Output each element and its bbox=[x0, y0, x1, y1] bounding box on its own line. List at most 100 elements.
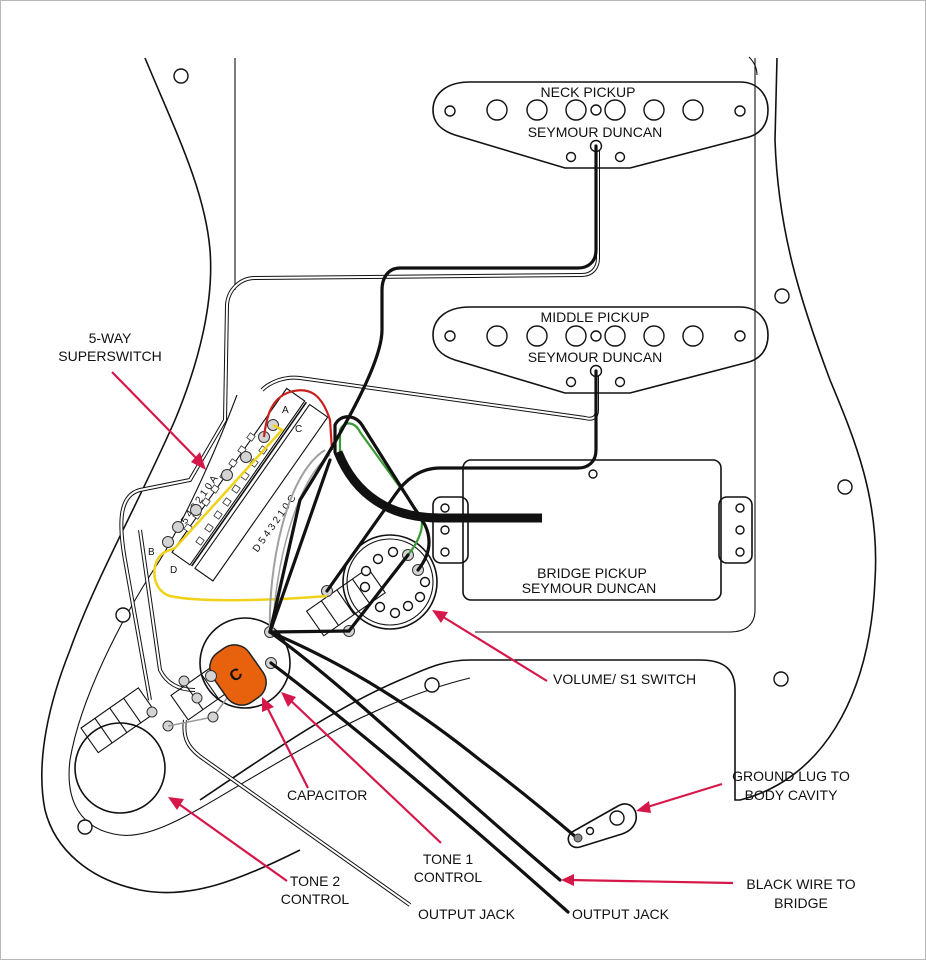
middle-pole bbox=[565, 325, 587, 347]
neck-mount-hole bbox=[444, 105, 456, 117]
bridge-wire-exit bbox=[588, 469, 598, 479]
tone1-pot: C bbox=[167, 617, 291, 727]
callout-arrows bbox=[111, 371, 734, 886]
arrow-tone2 bbox=[175, 801, 288, 882]
middle-pole bbox=[682, 325, 704, 347]
label-ground-lug-2: BODY CAVITY bbox=[745, 787, 839, 803]
black-wire-to-bridge bbox=[268, 630, 562, 882]
s1-switch-contacts bbox=[359, 546, 431, 619]
arrow-tone1 bbox=[287, 697, 442, 844]
bridge-pickup-cable bbox=[333, 450, 542, 523]
label-tone2-1: TONE 2 bbox=[290, 873, 341, 889]
volume-s1-pot bbox=[305, 534, 438, 637]
pickguard-left-edge bbox=[41, 57, 301, 894]
switch-lug-b-common bbox=[162, 536, 174, 548]
ground-lug-solder bbox=[573, 833, 583, 843]
mount-hole bbox=[77, 819, 93, 835]
label-output-jack-2: OUTPUT JACK bbox=[572, 906, 670, 922]
middle-pickup-outline bbox=[432, 306, 769, 394]
bridge-tab-hole bbox=[735, 503, 745, 513]
tone1-lug bbox=[207, 711, 219, 723]
arrow-bridge-wire bbox=[569, 878, 734, 885]
middle-pole bbox=[604, 325, 626, 347]
arrow-superswitch bbox=[111, 371, 201, 463]
pickguard-outline bbox=[41, 56, 877, 894]
middle-small-hole bbox=[614, 376, 626, 388]
middle-center-hole bbox=[590, 330, 602, 342]
arrow-ground-lug bbox=[643, 782, 723, 810]
bridge-pickup-name: BRIDGE PICKUP bbox=[537, 565, 647, 581]
middle-pickup: MIDDLE PICKUP SEYMOUR DUNCAN bbox=[432, 306, 769, 394]
label-tone2-2: CONTROL bbox=[281, 891, 350, 907]
tone1-lug bbox=[178, 675, 190, 687]
neck-pole bbox=[486, 99, 508, 121]
switch-lug bbox=[240, 451, 252, 463]
tone1-pot-body bbox=[199, 617, 291, 709]
neck-pickup: NECK PICKUP SEYMOUR DUNCAN bbox=[432, 81, 769, 169]
grey-wire bbox=[268, 449, 326, 633]
callout-labels: 5-WAY SUPERSWITCH VOLUME/ S1 SWITCH CAPA… bbox=[58, 330, 855, 922]
neck-small-hole bbox=[565, 151, 577, 163]
middle-pole bbox=[526, 325, 548, 347]
bridge-tab-hole bbox=[440, 503, 450, 513]
switch-letter-d: D bbox=[170, 565, 177, 576]
neck-pole bbox=[682, 99, 704, 121]
neck-pole bbox=[604, 99, 626, 121]
neck-mount-hole bbox=[734, 105, 746, 117]
ground-lug-small-hole bbox=[585, 826, 595, 836]
middle-pole bbox=[486, 325, 508, 347]
ground-lug bbox=[567, 803, 638, 849]
switch-lug bbox=[172, 521, 184, 533]
bridge-pickup: BRIDGE PICKUP SEYMOUR DUNCAN bbox=[432, 459, 753, 601]
switch-letter-a: A bbox=[282, 405, 289, 416]
capacitor bbox=[209, 644, 267, 706]
tone2-pot bbox=[74, 687, 174, 814]
neck-small-hole bbox=[614, 151, 626, 163]
switch-deck-b bbox=[194, 403, 329, 582]
bridge-tab-hole bbox=[440, 525, 450, 535]
bridge-tab-hole bbox=[735, 547, 745, 557]
middle-pole bbox=[643, 325, 665, 347]
neck-pole bbox=[526, 99, 548, 121]
neck-pole bbox=[565, 99, 587, 121]
tone2-lug bbox=[146, 706, 158, 718]
label-bridge-wire-2: BRIDGE bbox=[774, 895, 828, 911]
middle-mount-hole bbox=[734, 330, 746, 342]
volume-pot-outer bbox=[342, 534, 438, 630]
ground-lug-outline bbox=[567, 803, 638, 849]
bridge-mount-tab-left bbox=[432, 496, 469, 564]
arrow-capacitor bbox=[265, 704, 309, 789]
black-wire-vol-diag bbox=[347, 553, 410, 633]
label-capacitor: CAPACITOR bbox=[287, 787, 367, 803]
neck-pickup-name: NECK PICKUP bbox=[541, 84, 636, 100]
hookup-wires bbox=[153, 144, 598, 914]
label-ground-lug-1: GROUND LUG TO bbox=[732, 768, 850, 784]
neck-pickup-brand: SEYMOUR DUNCAN bbox=[528, 124, 663, 140]
switch-lug bbox=[190, 504, 202, 516]
bridge-pickup-brand: SEYMOUR DUNCAN bbox=[522, 580, 657, 596]
mount-hole bbox=[837, 479, 853, 495]
tone1-lug bbox=[205, 670, 217, 682]
label-superswitch-1: 5-WAY bbox=[89, 330, 132, 346]
switch-letter-b: B bbox=[148, 547, 155, 558]
middle-mount-hole bbox=[444, 330, 456, 342]
bridge-mount-tab-right bbox=[718, 496, 753, 564]
switch-lug-row bbox=[183, 432, 268, 546]
mount-hole bbox=[773, 671, 789, 687]
neck-pole bbox=[643, 99, 665, 121]
black-wire-neck bbox=[268, 144, 598, 634]
neck-center-hole bbox=[590, 104, 602, 116]
black-wire-switch bbox=[268, 458, 332, 634]
middle-small-hole bbox=[565, 376, 577, 388]
black-wire-output-jack bbox=[269, 661, 570, 914]
black-wire-to-ground-lug bbox=[268, 630, 579, 840]
ground-lug-hole bbox=[609, 810, 625, 826]
label-superswitch-2: SUPERSWITCH bbox=[58, 348, 161, 364]
label-output-jack-1: OUTPUT JACK bbox=[418, 906, 516, 922]
mount-hole bbox=[774, 288, 790, 304]
pickup-route-outline bbox=[234, 58, 756, 633]
label-tone1-1: TONE 1 bbox=[423, 851, 474, 867]
black-wire-vol-to-tone bbox=[268, 629, 351, 634]
black-wire-middle bbox=[325, 369, 598, 593]
mount-hole bbox=[173, 68, 189, 84]
